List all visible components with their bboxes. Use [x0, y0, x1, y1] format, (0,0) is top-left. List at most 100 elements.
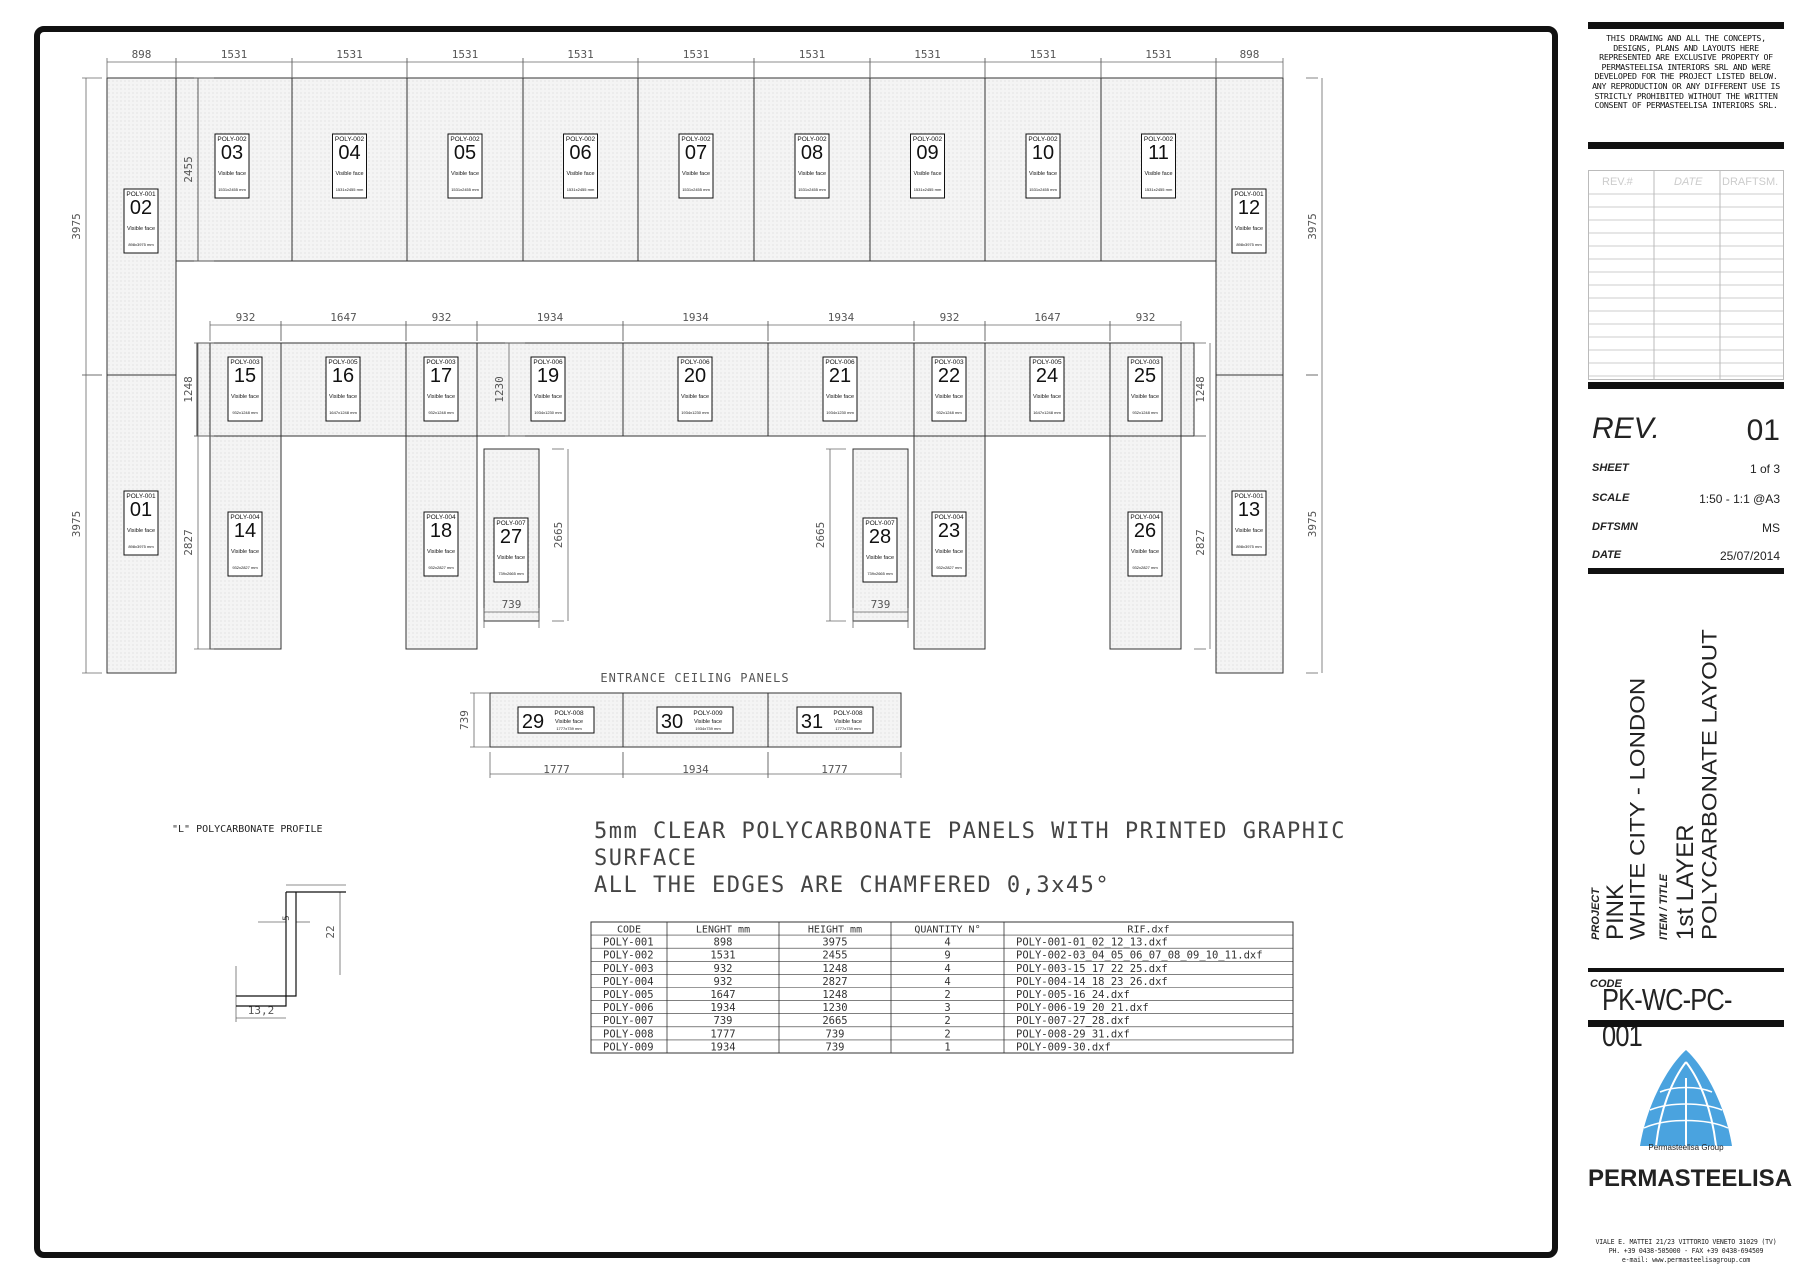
panel-code: POLY-001	[126, 191, 156, 198]
panel-tag	[862, 517, 898, 583]
panel-face: Visible face	[866, 555, 894, 561]
panel-face: Visible face	[427, 394, 455, 400]
general-note: SURFACE	[594, 846, 697, 871]
panel-code: POLY-002	[1144, 136, 1174, 143]
schedule-cell: 898	[714, 937, 733, 949]
panel-number: 07	[685, 142, 707, 164]
address-line-3: e-mail: www.permasteelisagroup.com	[1621, 1256, 1751, 1264]
panel-size: 932x2827 mm	[936, 565, 962, 570]
panel-code: POLY-004	[934, 514, 964, 521]
drawing-frame	[34, 26, 1558, 1258]
panel-face: Visible face	[913, 171, 941, 177]
schedule-header: LENGHT mm	[696, 925, 750, 936]
panel-tag	[214, 133, 250, 199]
panel-number: 29	[522, 711, 544, 733]
address-line-1: VIALE E. MATTEI 21/23 VITTORIO VENETO 31…	[1595, 1238, 1777, 1246]
dimension-label: 932	[1136, 311, 1156, 324]
group-name: Permasteelisa Group	[1648, 1143, 1724, 1152]
panel-tag	[325, 356, 361, 422]
panel	[1100, 77, 1217, 262]
panel-size: 898x3975 mm	[1236, 242, 1262, 247]
panel-code: POLY-003	[230, 359, 260, 366]
title-block-rule	[1588, 142, 1784, 149]
panel-face: Visible face	[1029, 171, 1057, 177]
panel-face: Visible face	[798, 171, 826, 177]
rev-header-rev: REV.#	[1602, 176, 1633, 188]
schedule-cell: POLY-006	[603, 1002, 654, 1014]
schedule-cell: 1934	[710, 1041, 735, 1053]
panel-code: POLY-002	[335, 136, 365, 143]
drawing-code: PK-WC-PC-001	[1602, 982, 1732, 1053]
schedule-cell: 4	[944, 963, 950, 975]
panel-code: POLY-007	[496, 520, 526, 527]
dimension-label: 1934	[682, 311, 709, 324]
copyright-notice: THIS DRAWING AND ALL THE CONCEPTS, DESIG…	[1592, 33, 1780, 111]
permasteelisa-logo-icon	[1640, 1050, 1732, 1147]
schedule-header: HEIGHT mm	[808, 925, 862, 936]
profile-thickness: 5	[282, 915, 292, 920]
panel-code: POLY-003	[1130, 359, 1160, 366]
panel-face: Visible face	[218, 171, 246, 177]
panel-size: 932x2827 mm	[1132, 565, 1158, 570]
panel-size: 1647x1248 mm	[1033, 410, 1061, 415]
schedule-cell: 932	[714, 976, 733, 988]
title-block-rule	[1588, 382, 1784, 389]
schedule-cell: 739	[714, 1015, 733, 1027]
panel-tag	[423, 356, 459, 422]
revision-grid	[1588, 170, 1784, 380]
panel-face: Visible face	[826, 394, 854, 400]
panel-tag	[931, 356, 967, 422]
panel-code: POLY-002	[1028, 136, 1058, 143]
panel-number: 05	[454, 142, 476, 164]
panel-size: 1934x1230 mm	[681, 410, 709, 415]
rev-label: REV.	[1592, 412, 1660, 445]
panel-tag	[1231, 188, 1267, 254]
sheet-label: SHEET	[1592, 462, 1629, 474]
panel-size: 739x2665 mm	[498, 571, 524, 576]
schedule-cell: 1777	[710, 1028, 735, 1040]
dimension-label: 1647	[1034, 311, 1061, 324]
dimension-label: 3975	[70, 213, 83, 240]
panel-size: 932x1248 mm	[232, 410, 258, 415]
panel-tag	[227, 356, 263, 422]
panel-face: Visible face	[451, 171, 479, 177]
project-label: PROJECT	[1590, 888, 1602, 940]
panel-tag	[493, 517, 529, 583]
panel-size: 932x2827 mm	[232, 565, 258, 570]
date-label: DATE	[1592, 549, 1622, 561]
panel-tag	[1127, 511, 1163, 577]
panel-code: POLY-002	[797, 136, 827, 143]
dimension-label: 1934	[828, 311, 855, 324]
panel-tag	[530, 356, 566, 422]
panel-face: Visible face	[1033, 394, 1061, 400]
panel-face: Visible face	[935, 549, 963, 555]
dimension-label: 2827	[182, 529, 195, 556]
panel	[1180, 342, 1195, 437]
dimension-label: 1777	[543, 763, 570, 776]
panel-code: POLY-002	[217, 136, 247, 143]
schedule-cell: POLY-009-30.dxf	[1016, 1041, 1111, 1053]
panel-number: 25	[1134, 365, 1156, 387]
dimension-label: 1531	[567, 48, 594, 61]
panel-code: POLY-007	[865, 520, 895, 527]
panel-code: POLY-003	[934, 359, 964, 366]
panel-number: 22	[938, 365, 960, 387]
panel-face: Visible face	[127, 226, 155, 232]
panel-number: 28	[869, 526, 891, 548]
panel-number: 15	[234, 365, 256, 387]
dimension-label: 739	[871, 598, 891, 611]
panel-tag	[794, 133, 830, 199]
schedule-header: RIF.dxf	[1127, 925, 1169, 936]
panel-tag	[1029, 356, 1065, 422]
panel-face: Visible face	[497, 555, 525, 561]
panel-face: Visible face	[1131, 394, 1159, 400]
panel-tag	[123, 188, 159, 254]
panel-code: POLY-004	[230, 514, 260, 521]
panel-size: 932x1248 mm	[936, 410, 962, 415]
panel-number: 21	[829, 365, 851, 387]
panel-size: 1531x2455 mm	[798, 187, 826, 192]
schedule-cell: 932	[714, 963, 733, 975]
panel-size: 1531x2455 mm	[1145, 187, 1173, 192]
rev-header-draftsman: DRAFTSM.	[1722, 176, 1779, 188]
schedule-cell: 9	[944, 950, 950, 962]
